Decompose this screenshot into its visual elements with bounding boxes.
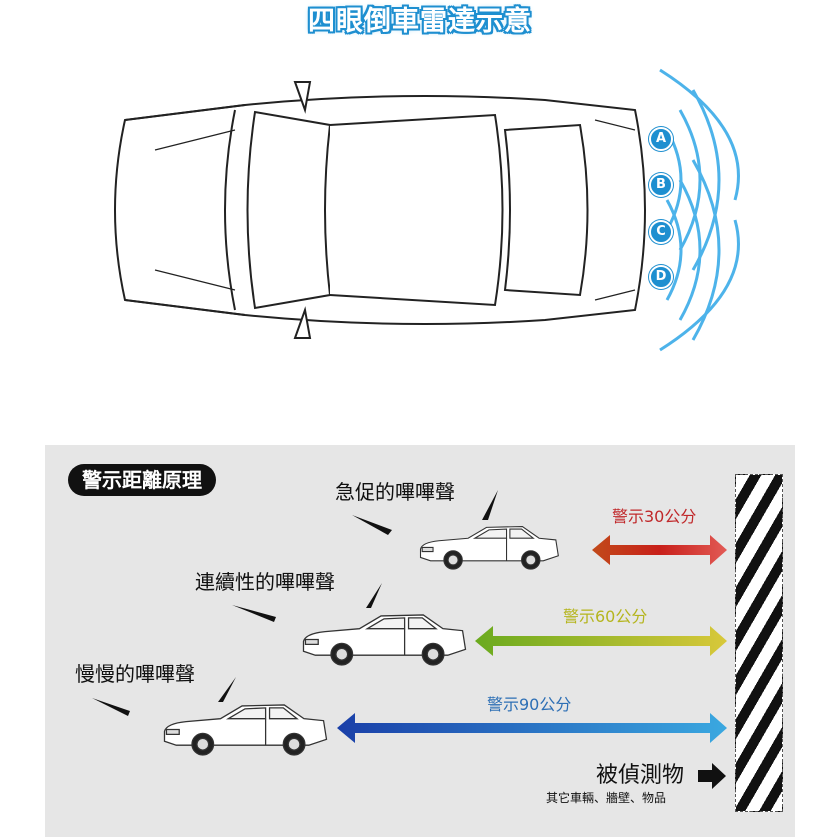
arrow-60cm — [475, 626, 727, 656]
top-view-car — [114, 68, 740, 352]
obstacle-wall — [735, 474, 783, 812]
warning-60cm: 警示60公分 — [563, 607, 648, 626]
detected-object-label: 被偵測物 — [596, 763, 685, 788]
sound-marks — [92, 490, 498, 716]
warning-90cm: 警示90公分 — [487, 695, 572, 714]
detected-object-examples: 其它車輛、牆壁、物品 — [546, 791, 667, 805]
radar-waves — [659, 68, 740, 352]
beep-fast-label: 急促的嗶嗶聲 — [335, 480, 455, 504]
page-title: 四眼倒車雷達示意 — [308, 6, 532, 37]
arrow-30cm — [592, 535, 727, 565]
arrow-right-icon — [698, 763, 726, 789]
sensor-b: B — [649, 173, 673, 197]
principle-badge: 警示距離原理 — [68, 464, 216, 496]
sensor-c: C — [649, 220, 673, 244]
beep-continuous-label: 連續性的嗶嗶聲 — [195, 570, 335, 594]
sensor-a: A — [649, 127, 673, 151]
sensor-d: D — [649, 265, 673, 289]
warning-30cm: 警示30公分 — [612, 507, 697, 526]
beep-slow-label: 慢慢的嗶嗶聲 — [75, 662, 195, 686]
arrow-90cm — [337, 713, 727, 743]
